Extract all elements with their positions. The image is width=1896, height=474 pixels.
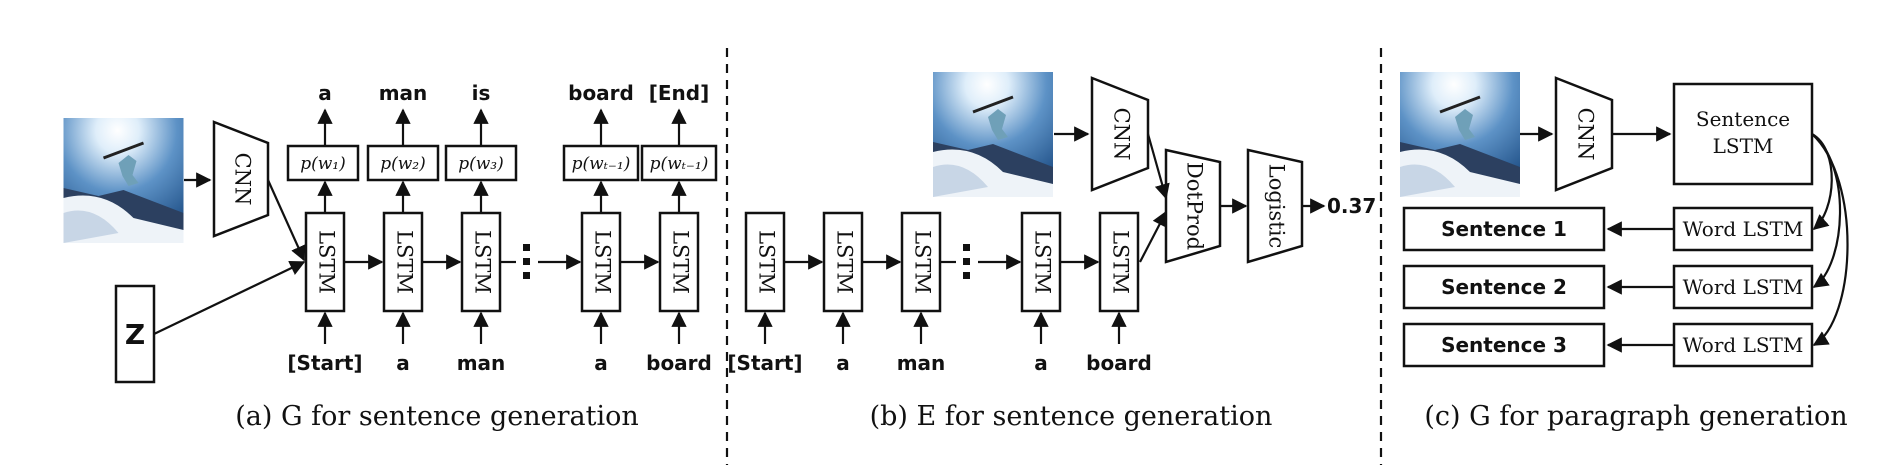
lstm-cell-a1: LSTM — [304, 211, 346, 313]
prob-box — [444, 144, 518, 182]
cnn-encoder-b: CNN — [1090, 76, 1150, 192]
lstm-label: LSTM — [911, 230, 935, 294]
prob-label: p(w₁) — [300, 154, 346, 174]
cnn-label-c: CNN — [1574, 108, 1598, 161]
input-word: board — [1086, 351, 1152, 375]
prob-label: p(w₂) — [380, 154, 426, 174]
cnn-encoder-a: CNN — [212, 120, 270, 238]
noise-z-box: Z — [114, 284, 156, 384]
input-word: a — [594, 351, 608, 375]
lstm-label: LSTM — [1031, 230, 1055, 294]
sentence-box-1: Sentence 1 — [1402, 206, 1606, 252]
lstm-label: LSTM — [393, 230, 417, 294]
ellipsis-b — [963, 244, 970, 279]
word-lstm-box-1: Word LSTM — [1672, 206, 1814, 252]
input-words-b: [Start] a man a board — [727, 351, 1151, 375]
panel-c: CNN Sentence LSTM Word LSTM Word LSTM Wo… — [1400, 72, 1849, 432]
prob-label: p(wₜ₋₁) — [650, 154, 709, 174]
input-word: a — [396, 351, 410, 375]
lstm-cell-a3: LSTM — [460, 211, 502, 313]
lstm-cell-b1: LSTM — [744, 211, 786, 313]
output-word: [End] — [649, 81, 710, 105]
score-value: 0.37 — [1327, 194, 1376, 218]
panel-a: CNN Z LSTM LSTM LSTM LSTM — [63, 81, 718, 432]
ellipsis-a — [523, 244, 530, 279]
output-word: man — [379, 81, 428, 105]
lstm-label: LSTM — [669, 230, 693, 294]
input-word: [Start] — [287, 351, 362, 375]
lstm-label: LSTM — [471, 230, 495, 294]
logistic-block: Logistic — [1246, 148, 1304, 264]
lstm-chain-a: LSTM LSTM LSTM LSTM LSTM — [304, 211, 700, 313]
lstm-cell-a5: LSTM — [658, 211, 700, 313]
panel-b: CNN DotProd Logistic 0.37 LSTM LSTM — [727, 72, 1376, 432]
output-words-a: a man is board [End] — [318, 81, 709, 105]
word-lstm-label: Word LSTM — [1683, 275, 1804, 299]
sentence-label: Sentence 3 — [1441, 333, 1567, 357]
output-word: is — [472, 81, 491, 105]
sentence-box-3: Sentence 3 — [1402, 322, 1606, 368]
sentence-box-2: Sentence 2 — [1402, 264, 1606, 310]
cnn-encoder-c: CNN — [1554, 76, 1614, 192]
dotprod-label: DotProd — [1183, 162, 1207, 250]
caption-a: (a) G for sentence generation — [235, 401, 639, 432]
lstm-label: LSTM — [591, 230, 615, 294]
sentence-label: Sentence 1 — [1441, 217, 1567, 241]
lstm-cell-b3: LSTM — [900, 211, 942, 313]
cnn-label-b: CNN — [1110, 108, 1134, 161]
sentence-label: Sentence 2 — [1441, 275, 1567, 299]
word-lstm-box-2: Word LSTM — [1672, 264, 1814, 310]
output-word: board — [568, 81, 634, 105]
skier-image-b — [932, 72, 1054, 197]
lstm-chain-b: LSTM LSTM LSTM LSTM LSTM — [744, 211, 1140, 313]
sentence-lstm-label-line2: LSTM — [1713, 134, 1774, 158]
input-word: man — [457, 351, 506, 375]
word-lstm-label: Word LSTM — [1683, 333, 1804, 357]
prob-box — [286, 144, 360, 182]
lstm-label: LSTM — [755, 230, 779, 294]
lstm-cell-b4: LSTM — [1020, 211, 1062, 313]
word-lstm-stack: Word LSTM Word LSTM Word LSTM — [1672, 206, 1814, 368]
lstm-label: LSTM — [1109, 230, 1133, 294]
prob-box — [640, 144, 718, 182]
lstm-cell-b5: LSTM — [1098, 211, 1140, 313]
prob-boxes-a: p(w₁) p(w₂) p(w₃) p(wₜ₋₁) p(wₜ₋₁) — [286, 144, 718, 182]
caption-c: (c) G for paragraph generation — [1424, 401, 1847, 432]
lstm-cell-a2: LSTM — [382, 211, 424, 313]
caption-b: (b) E for sentence generation — [870, 401, 1273, 432]
prob-box — [562, 144, 640, 182]
sentence-lstm-label-line1: Sentence — [1696, 107, 1790, 131]
skier-image-a — [63, 118, 184, 243]
lstm-label: LSTM — [315, 230, 339, 294]
input-word: man — [897, 351, 946, 375]
lstm-cell-a4: LSTM — [580, 211, 622, 313]
input-word: a — [1034, 351, 1048, 375]
dotprod-block: DotProd — [1164, 148, 1222, 264]
logistic-label: Logistic — [1265, 164, 1289, 248]
lstm-cell-b2: LSTM — [822, 211, 864, 313]
prob-label: p(w₃) — [458, 154, 504, 174]
word-lstm-box-3: Word LSTM — [1672, 322, 1814, 368]
output-word: a — [318, 81, 332, 105]
input-words-a: [Start] a man a board — [287, 351, 711, 375]
z-label: Z — [125, 318, 145, 351]
input-word: a — [836, 351, 850, 375]
sentence-lstm-box: Sentence LSTM — [1672, 82, 1814, 186]
sentence-output-stack: Sentence 1 Sentence 2 Sentence 3 — [1402, 206, 1606, 368]
prob-label: p(wₜ₋₁) — [572, 154, 631, 174]
lstm-label: LSTM — [833, 230, 857, 294]
prob-box — [366, 144, 440, 182]
word-lstm-label: Word LSTM — [1683, 217, 1804, 241]
skier-image-c — [1400, 72, 1520, 197]
input-word: board — [646, 351, 712, 375]
input-word: [Start] — [727, 351, 802, 375]
cnn-label-a: CNN — [231, 153, 255, 206]
